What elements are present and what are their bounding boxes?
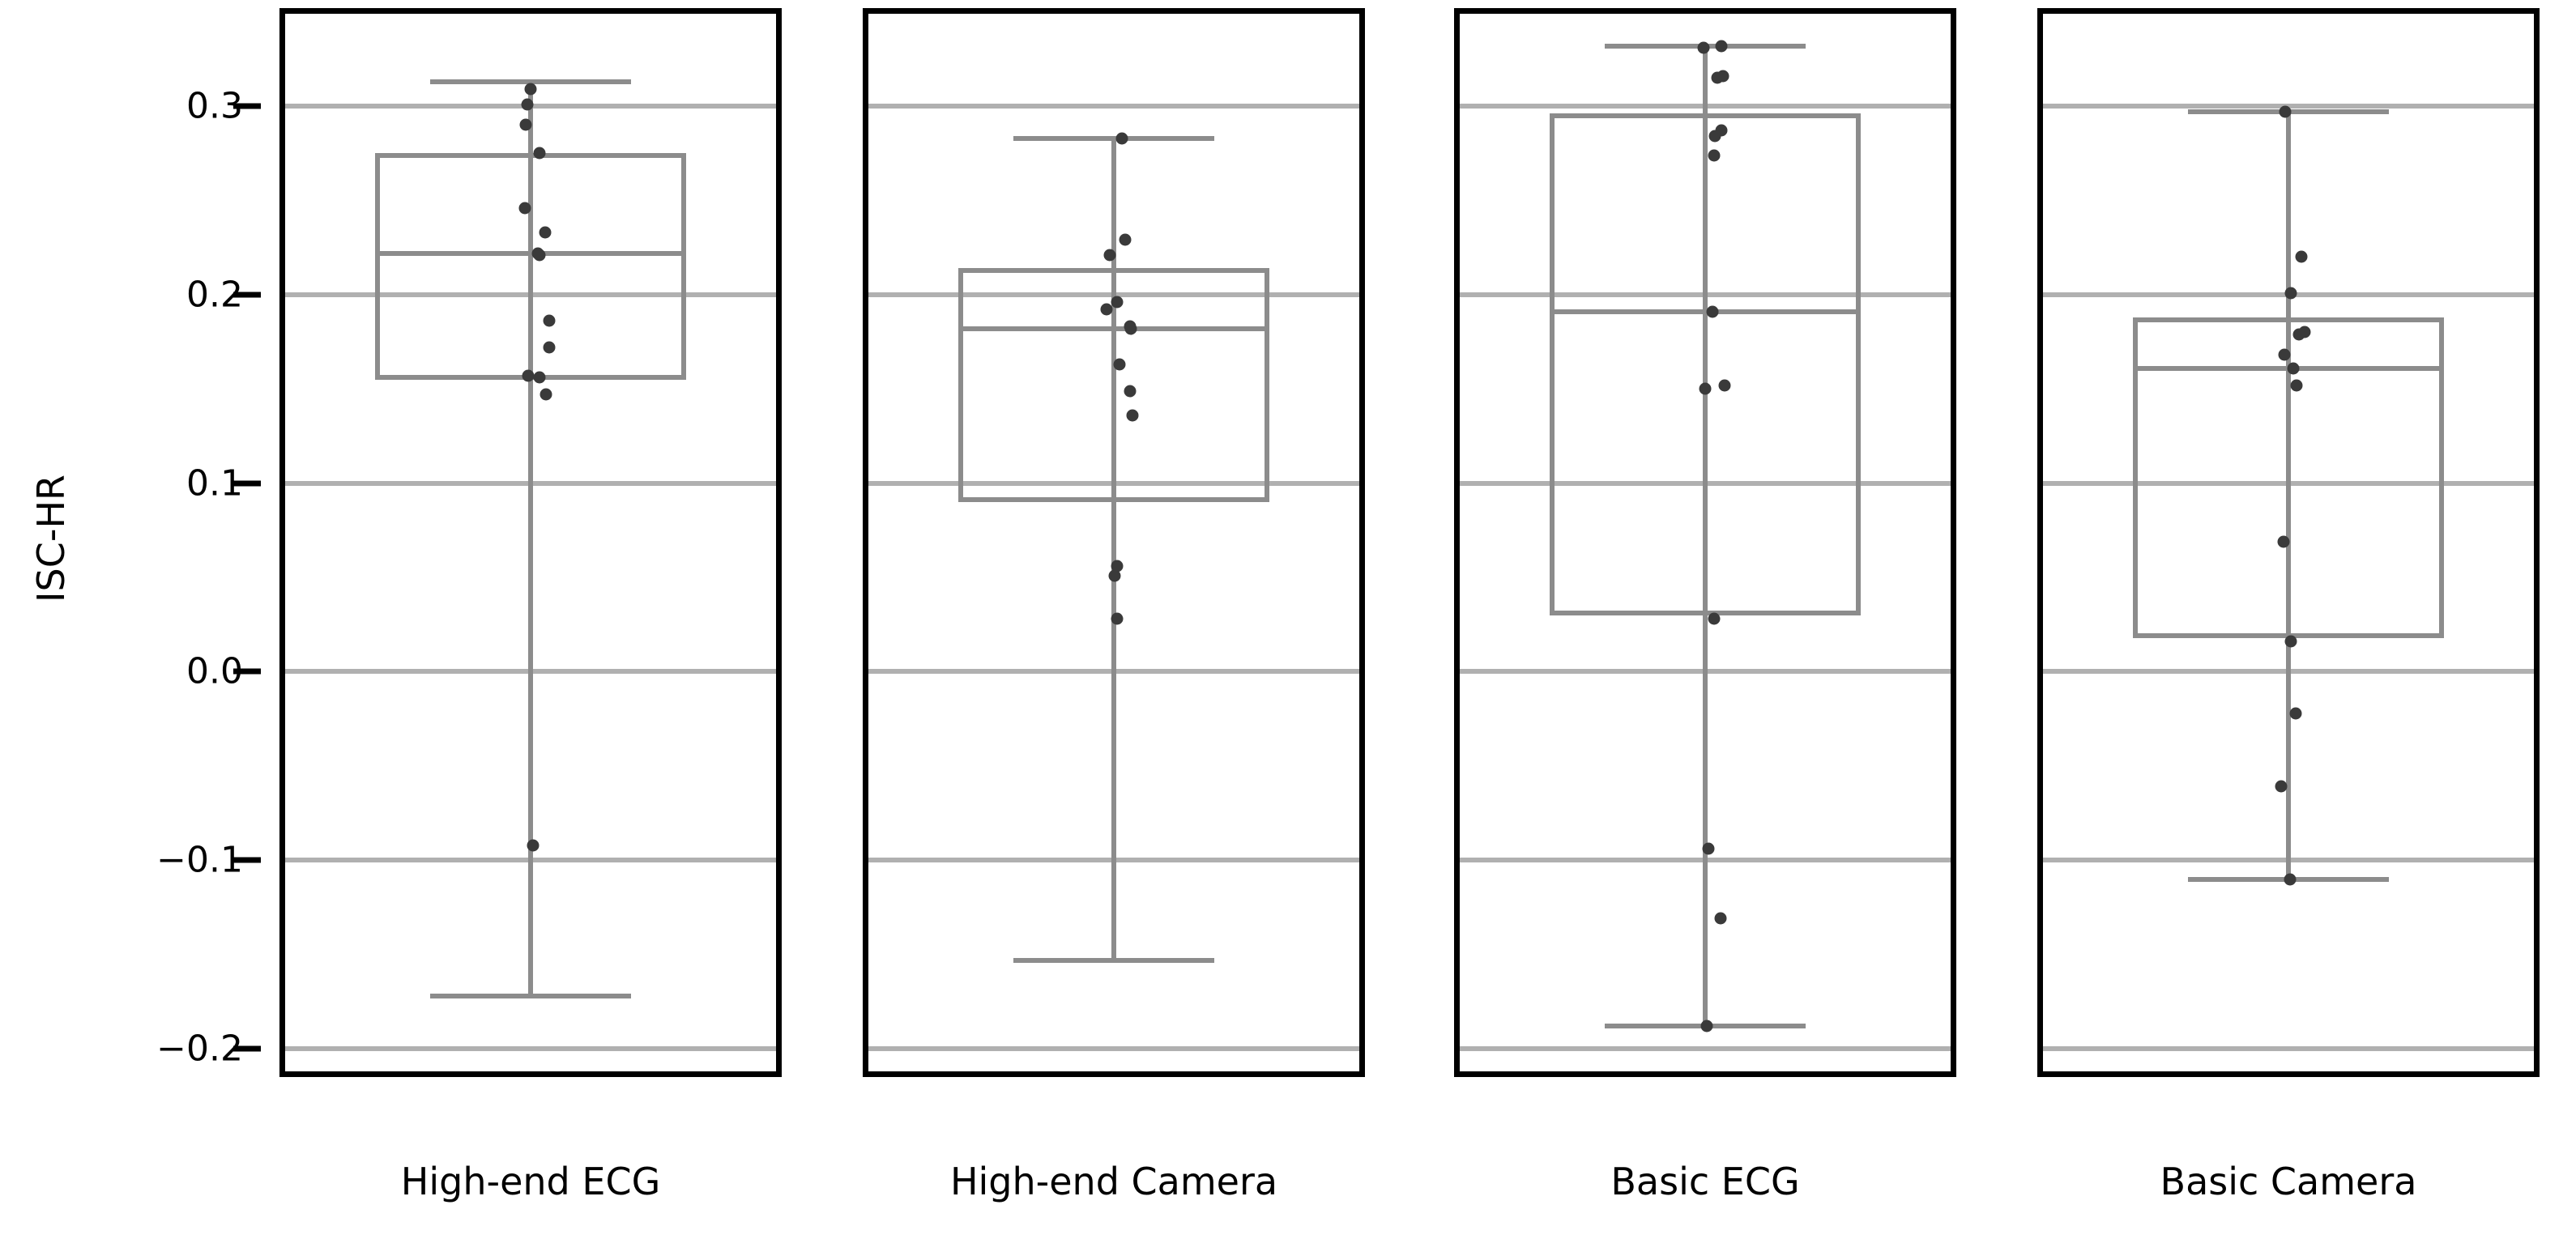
- whisker-cap-high: [430, 79, 631, 84]
- data-point: [2277, 535, 2290, 548]
- box-iqr: [2132, 317, 2445, 638]
- box-iqr: [957, 268, 1270, 502]
- whisker-cap-high: [1013, 135, 1214, 141]
- data-point: [1100, 303, 1113, 316]
- data-point: [1115, 132, 1128, 145]
- data-point: [1708, 612, 1721, 625]
- data-point: [2278, 348, 2291, 361]
- whisker-line: [2286, 112, 2291, 879]
- data-point: [543, 314, 556, 327]
- x-axis-category-label: Basic ECG: [1610, 1160, 1800, 1203]
- data-point: [2287, 362, 2300, 375]
- gridline: [868, 104, 1359, 109]
- data-point: [2284, 635, 2297, 648]
- x-axis-category-label: Basic Camera: [2160, 1160, 2417, 1203]
- data-point: [522, 369, 535, 382]
- data-point: [1706, 305, 1719, 318]
- data-point: [2292, 328, 2305, 341]
- y-tick-mark: [233, 292, 261, 298]
- data-point: [1708, 130, 1721, 143]
- data-point: [1714, 912, 1727, 925]
- data-point: [2284, 873, 2297, 886]
- boxplot-panel: [863, 8, 1365, 1077]
- y-tick-label: 0.2: [186, 274, 243, 316]
- data-point: [1711, 71, 1724, 84]
- whisker-line: [1111, 138, 1116, 960]
- y-tick-mark: [233, 480, 261, 487]
- data-point: [1126, 409, 1139, 422]
- median-line: [374, 250, 687, 256]
- y-tick-mark: [233, 668, 261, 675]
- data-point: [1113, 358, 1126, 371]
- whisker-line: [1703, 45, 1708, 1027]
- y-tick-mark: [233, 1045, 261, 1052]
- data-point: [533, 147, 546, 160]
- y-axis-ticks: 0.3 0.2 0.1 0.0 −0.1 −0.2: [0, 0, 261, 1256]
- data-point: [1111, 296, 1124, 309]
- x-axis-category-label: High-end Camera: [949, 1160, 1278, 1203]
- data-point: [539, 226, 552, 239]
- data-point: [1108, 569, 1121, 582]
- data-point: [543, 341, 556, 354]
- boxplot-panel: [1454, 8, 1956, 1077]
- data-point: [2289, 707, 2302, 720]
- data-point: [540, 388, 552, 401]
- data-point: [2295, 250, 2308, 263]
- whisker-cap-low: [430, 993, 631, 998]
- data-point: [1111, 560, 1124, 573]
- data-point: [2290, 379, 2303, 392]
- data-point: [2275, 780, 2288, 793]
- data-point: [1715, 40, 1728, 53]
- data-point: [1700, 1020, 1713, 1032]
- box-iqr: [1549, 113, 1862, 615]
- data-point: [519, 118, 532, 131]
- whisker-line: [528, 81, 533, 996]
- y-tick-label: −0.2: [156, 1028, 243, 1070]
- data-point: [2279, 105, 2292, 118]
- y-tick-label: 0.0: [186, 650, 243, 692]
- boxplot-panel: [279, 8, 782, 1077]
- boxplot-panel: [2037, 8, 2540, 1077]
- data-point: [518, 202, 531, 215]
- data-point: [1103, 249, 1116, 262]
- data-point: [1718, 379, 1731, 392]
- data-point: [1124, 385, 1137, 398]
- data-point: [527, 839, 540, 852]
- data-point: [1702, 842, 1715, 855]
- data-point: [2284, 287, 2297, 300]
- y-tick-label: 0.1: [186, 462, 243, 505]
- median-line: [1549, 309, 1862, 314]
- data-point: [533, 371, 546, 384]
- data-point: [1708, 149, 1721, 162]
- data-point: [1699, 382, 1712, 395]
- data-point: [1697, 41, 1710, 54]
- x-axis-category-label: High-end ECG: [400, 1160, 661, 1203]
- data-point: [1111, 612, 1124, 625]
- gridline: [868, 1046, 1359, 1052]
- data-point: [524, 83, 537, 96]
- box-iqr: [374, 153, 687, 380]
- whisker-cap-low: [1013, 957, 1214, 963]
- y-tick-label: 0.3: [186, 85, 243, 127]
- data-point: [1124, 322, 1137, 335]
- gridline: [2043, 1046, 2534, 1052]
- data-point: [533, 249, 546, 262]
- y-tick-mark: [233, 103, 261, 109]
- y-tick-mark: [233, 857, 261, 863]
- median-line: [957, 326, 1270, 331]
- y-tick-label: −0.1: [156, 839, 243, 881]
- data-point: [1119, 233, 1132, 246]
- gridline: [285, 1046, 776, 1052]
- gridline: [1460, 1046, 1951, 1052]
- data-point: [521, 98, 534, 111]
